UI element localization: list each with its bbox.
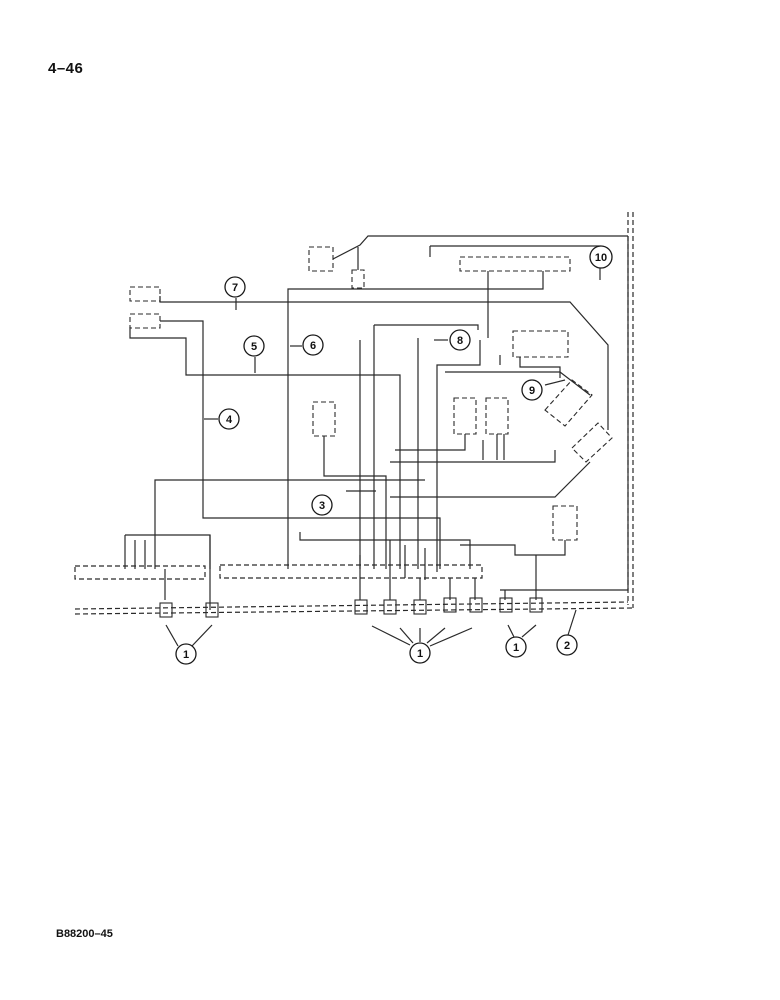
- svg-text:1: 1: [417, 648, 423, 660]
- callout-5: 5: [243, 335, 265, 357]
- bottom-connector-plugs: [159, 597, 543, 618]
- callout-3: 3: [311, 494, 333, 516]
- svg-text:1: 1: [183, 649, 189, 661]
- callout-6: 6: [302, 334, 324, 356]
- frame-bottom-edge: [74, 601, 634, 615]
- wiring-lines: [124, 235, 629, 610]
- svg-text:9: 9: [529, 385, 535, 397]
- svg-text:4: 4: [226, 414, 233, 426]
- callout-1c: 1: [505, 636, 527, 658]
- svg-text:2: 2: [564, 640, 570, 652]
- callout-4: 4: [218, 408, 240, 430]
- callout-8: 8: [449, 329, 471, 351]
- callout-10: 10: [589, 245, 613, 269]
- svg-text:8: 8: [457, 335, 463, 347]
- callout-1a: 1: [175, 643, 197, 665]
- svg-text:7: 7: [232, 282, 238, 294]
- callout-2: 2: [556, 634, 578, 656]
- frame-right-edge: [627, 212, 634, 608]
- relay-blocks: [312, 379, 613, 541]
- svg-text:6: 6: [310, 340, 316, 352]
- svg-text:1: 1: [513, 642, 519, 654]
- leader-lines: [165, 268, 601, 647]
- svg-text:5: 5: [251, 341, 257, 353]
- figure-code: B88200–45: [56, 928, 113, 940]
- harness-connector-rail: [74, 564, 483, 580]
- callout-9: 9: [521, 379, 543, 401]
- page-number: 4–46: [48, 60, 84, 77]
- svg-text:10: 10: [595, 252, 607, 264]
- callout-1b: 1: [409, 642, 431, 664]
- svg-text:3: 3: [319, 500, 325, 512]
- callout-7: 7: [224, 276, 246, 298]
